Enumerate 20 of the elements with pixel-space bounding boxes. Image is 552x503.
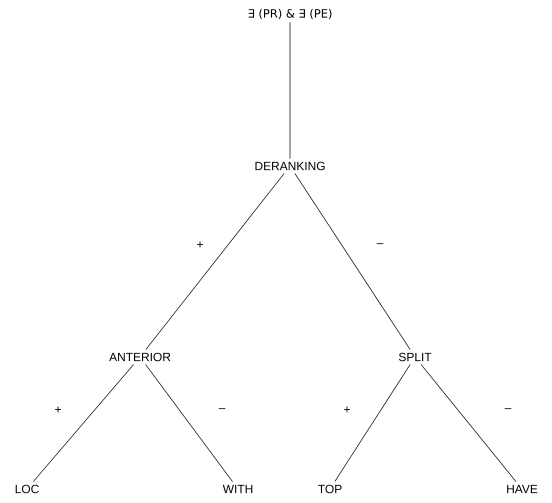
node-text: WITH	[222, 484, 252, 494]
edge-label: +	[55, 406, 61, 412]
edge-label: +	[197, 242, 203, 248]
line	[145, 364, 233, 482]
line	[145, 173, 285, 350]
line	[294, 173, 410, 350]
line	[334, 364, 411, 482]
node-text: HAVE	[507, 484, 538, 494]
node-text: LOC	[16, 484, 39, 494]
edge-label: –	[218, 408, 226, 410]
node-text: TOP	[318, 484, 342, 494]
node-text: ANTERIOR	[109, 352, 170, 362]
edge-label: –	[504, 408, 512, 410]
line	[33, 364, 134, 482]
line	[420, 364, 516, 482]
edge-label: –	[376, 243, 384, 244]
edge-label: +	[344, 406, 350, 412]
node-text: SPLIT	[398, 352, 432, 362]
node-text: ∃ (PR) & ∃ (PE)	[248, 8, 332, 20]
node-text: DERANKING	[255, 162, 325, 170]
